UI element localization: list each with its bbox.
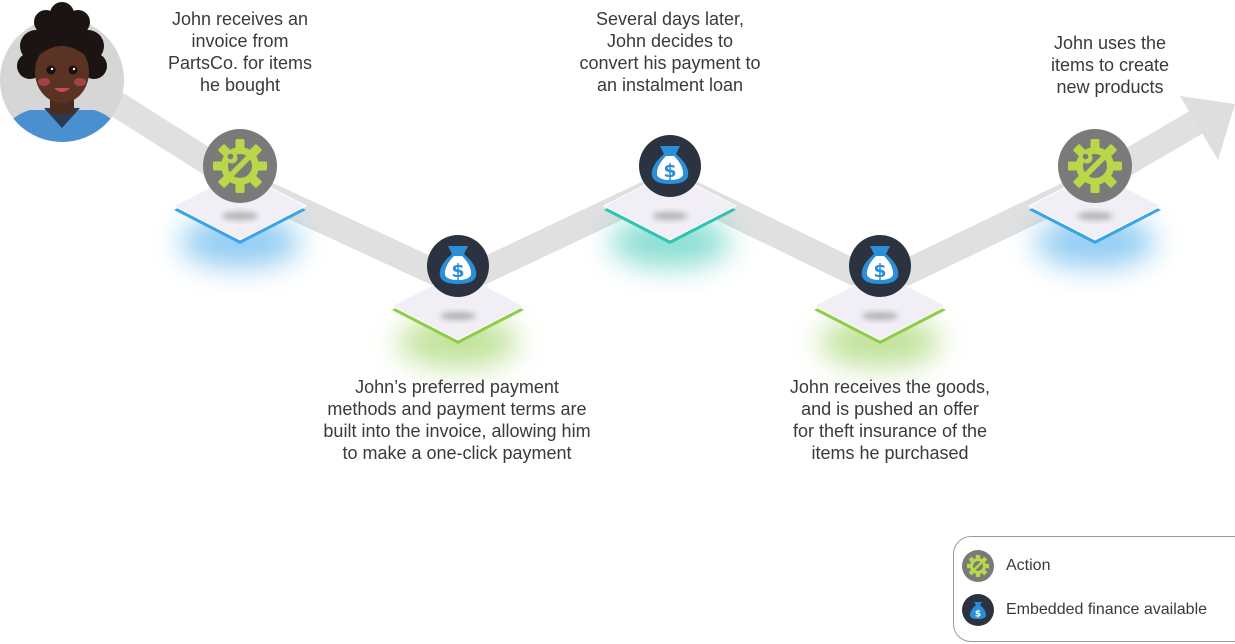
caption-line: John receives the goods, xyxy=(789,377,991,397)
step-badge: $ xyxy=(427,235,489,297)
caption-line: for theft insurance of the xyxy=(792,421,988,441)
gear-wrench-icon xyxy=(962,550,994,582)
caption-line: an instalment loan xyxy=(596,75,744,95)
caption-line: items he purchased xyxy=(811,443,969,463)
legend-action-label: Action xyxy=(1006,557,1051,574)
step-1-node xyxy=(172,129,308,268)
svg-text:$: $ xyxy=(663,160,676,182)
caption-line: he bought xyxy=(199,75,281,95)
step-1-caption: John receives an invoice from PartsCo. f… xyxy=(140,8,340,96)
step-3-node: $ xyxy=(602,135,738,268)
money-bag-icon: $ xyxy=(962,594,994,626)
badge-shadow xyxy=(1077,212,1113,220)
caption-line: John’s preferred payment xyxy=(355,377,559,397)
caption-line: new products xyxy=(1056,77,1164,97)
caption-line: convert his payment to xyxy=(579,53,761,73)
badge-shadow xyxy=(862,312,898,320)
badge-shadow xyxy=(440,312,476,320)
step-badge xyxy=(203,129,277,203)
legend-finance-label: Embedded finance available xyxy=(1006,601,1208,618)
badge-shadow xyxy=(652,212,688,220)
steps-layer: $ $ $ xyxy=(172,129,1163,368)
caption-line: and is pushed an offer xyxy=(801,399,979,419)
path-arrowhead xyxy=(1180,96,1235,160)
money-bag-icon: $ xyxy=(439,246,477,284)
legend: Action $ Embedded finance available xyxy=(953,536,1235,642)
caption-line: to make a one-click payment xyxy=(342,443,572,463)
step-badge: $ xyxy=(639,135,701,197)
step-5-node xyxy=(1027,129,1163,268)
gear-wrench-icon xyxy=(1068,139,1122,193)
step-5-caption: John uses the items to create new produc… xyxy=(1010,32,1210,98)
svg-text:$: $ xyxy=(975,610,981,620)
caption-line: methods and payment terms are xyxy=(327,399,587,419)
caption-line: Several days later, xyxy=(595,9,745,29)
caption-line: built into the invoice, allowing him xyxy=(323,421,591,441)
money-bag-icon: $ xyxy=(651,146,689,184)
caption-line: items to create xyxy=(1050,55,1170,75)
svg-text:$: $ xyxy=(873,260,886,282)
step-badge: $ xyxy=(849,235,911,297)
step-4-node: $ xyxy=(812,235,948,368)
legend-item-finance: $ Embedded finance available xyxy=(962,593,1207,627)
step-badge xyxy=(1058,129,1132,203)
caption-line: John decides to xyxy=(606,31,734,51)
step-4-caption: John receives the goods, and is pushed a… xyxy=(735,376,1045,464)
person-avatar-icon xyxy=(0,2,124,142)
step-2-caption: John’s preferred payment methods and pay… xyxy=(292,376,622,464)
gear-wrench-icon xyxy=(213,139,267,193)
badge-shadow xyxy=(222,212,258,220)
caption-line: John receives an xyxy=(171,9,309,29)
step-3-caption: Several days later, John decides to conv… xyxy=(540,8,800,96)
caption-line: invoice from xyxy=(191,31,289,51)
legend-item-action: Action xyxy=(962,549,1050,583)
svg-text:$: $ xyxy=(451,260,464,282)
caption-line: John uses the xyxy=(1053,33,1167,53)
money-bag-icon: $ xyxy=(861,246,899,284)
step-2-node: $ xyxy=(390,235,526,368)
caption-line: PartsCo. for items xyxy=(167,53,313,73)
